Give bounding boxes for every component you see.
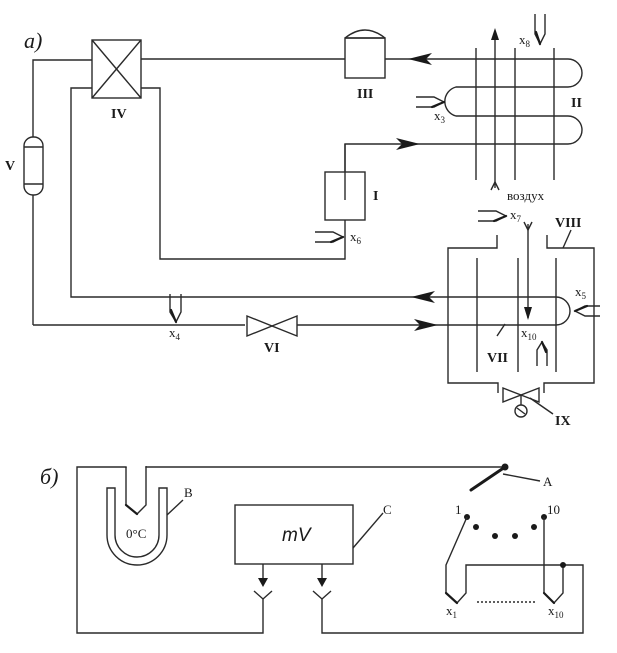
thermocouple-x10-label: x10 xyxy=(548,603,564,620)
condenser-ii xyxy=(344,48,583,200)
sensor-x4-label: x4 xyxy=(169,325,181,342)
air-arrow-down-icon xyxy=(524,307,532,320)
air-down-tail-icon xyxy=(523,221,533,232)
contact-10-label: 10 xyxy=(547,502,560,517)
sensor-x7-icon xyxy=(478,210,508,223)
label-ix: IX xyxy=(555,414,571,429)
wire-right-loop xyxy=(321,564,584,634)
air-label: воздух xyxy=(507,188,545,203)
meter-unit: mV xyxy=(282,525,313,546)
chamber-viii xyxy=(447,229,595,393)
sensor-x4-icon xyxy=(169,294,182,324)
terminal-right-icon xyxy=(312,564,332,600)
thermocouple-x1-label: x1 xyxy=(446,603,457,620)
sensor-x3-icon xyxy=(416,96,446,109)
pipe-iv-right xyxy=(141,87,346,260)
label-vii: VII xyxy=(487,351,508,366)
label-a: A xyxy=(543,474,553,489)
part-a-label: а) xyxy=(24,28,42,53)
switch-contacts xyxy=(464,514,547,539)
flow-arrow-return-icon xyxy=(411,291,435,303)
expansion-valve-vi xyxy=(246,314,298,338)
sensor-x6-label: x6 xyxy=(350,229,362,246)
label-b: B xyxy=(184,485,193,500)
millivoltmeter-c xyxy=(234,504,354,565)
air-arrow-up-icon xyxy=(491,28,499,40)
sensor-x7-label: x7 xyxy=(510,207,522,224)
sensor-x8-icon xyxy=(534,14,546,46)
flow-arrow-right-icon xyxy=(396,138,420,150)
sensor-x10-icon xyxy=(536,340,548,366)
four-way-valve-iv xyxy=(91,39,142,99)
drain-valve-ix xyxy=(502,386,554,418)
label-c: C xyxy=(383,502,392,517)
air-arrow-tail-icon xyxy=(490,180,500,191)
filter-drier-v xyxy=(23,136,44,325)
pipe-iv-left xyxy=(70,87,443,298)
sensor-x8-label: x8 xyxy=(519,32,531,49)
pipe-top xyxy=(32,58,345,137)
contact-1-label: 1 xyxy=(455,502,462,517)
leader-c xyxy=(352,512,384,549)
part-b-label: б) xyxy=(40,464,58,489)
cold-junction-b xyxy=(106,467,184,566)
wire-top xyxy=(145,466,505,468)
sensor-x5-label: x5 xyxy=(575,284,587,301)
switch-arm-a[interactable] xyxy=(469,465,507,492)
label-v: V xyxy=(5,159,15,174)
sensor-x10-label: x10 xyxy=(521,325,537,342)
thermocouple-x1-icon xyxy=(444,516,563,605)
sensor-x6-icon xyxy=(315,231,345,244)
sensor-x3-label: x3 xyxy=(434,108,446,125)
label-viii: VIII xyxy=(555,216,581,231)
label-ii: II xyxy=(571,96,582,111)
evaporator-vii xyxy=(443,258,571,372)
sensor-x5-icon xyxy=(573,304,600,317)
receiver-tank-iii xyxy=(344,29,386,79)
leader-a xyxy=(502,473,541,482)
cold-junction-temp: 0°C xyxy=(126,526,146,541)
label-iv: IV xyxy=(111,107,127,122)
label-vi: VI xyxy=(264,341,280,356)
flow-arrow-supply-icon xyxy=(414,319,438,331)
terminal-left-icon xyxy=(253,564,273,600)
thermocouple-x10-icon xyxy=(542,517,566,605)
label-i: I xyxy=(373,189,378,204)
label-iii: III xyxy=(357,87,373,102)
flow-arrow-left-icon xyxy=(408,53,432,65)
